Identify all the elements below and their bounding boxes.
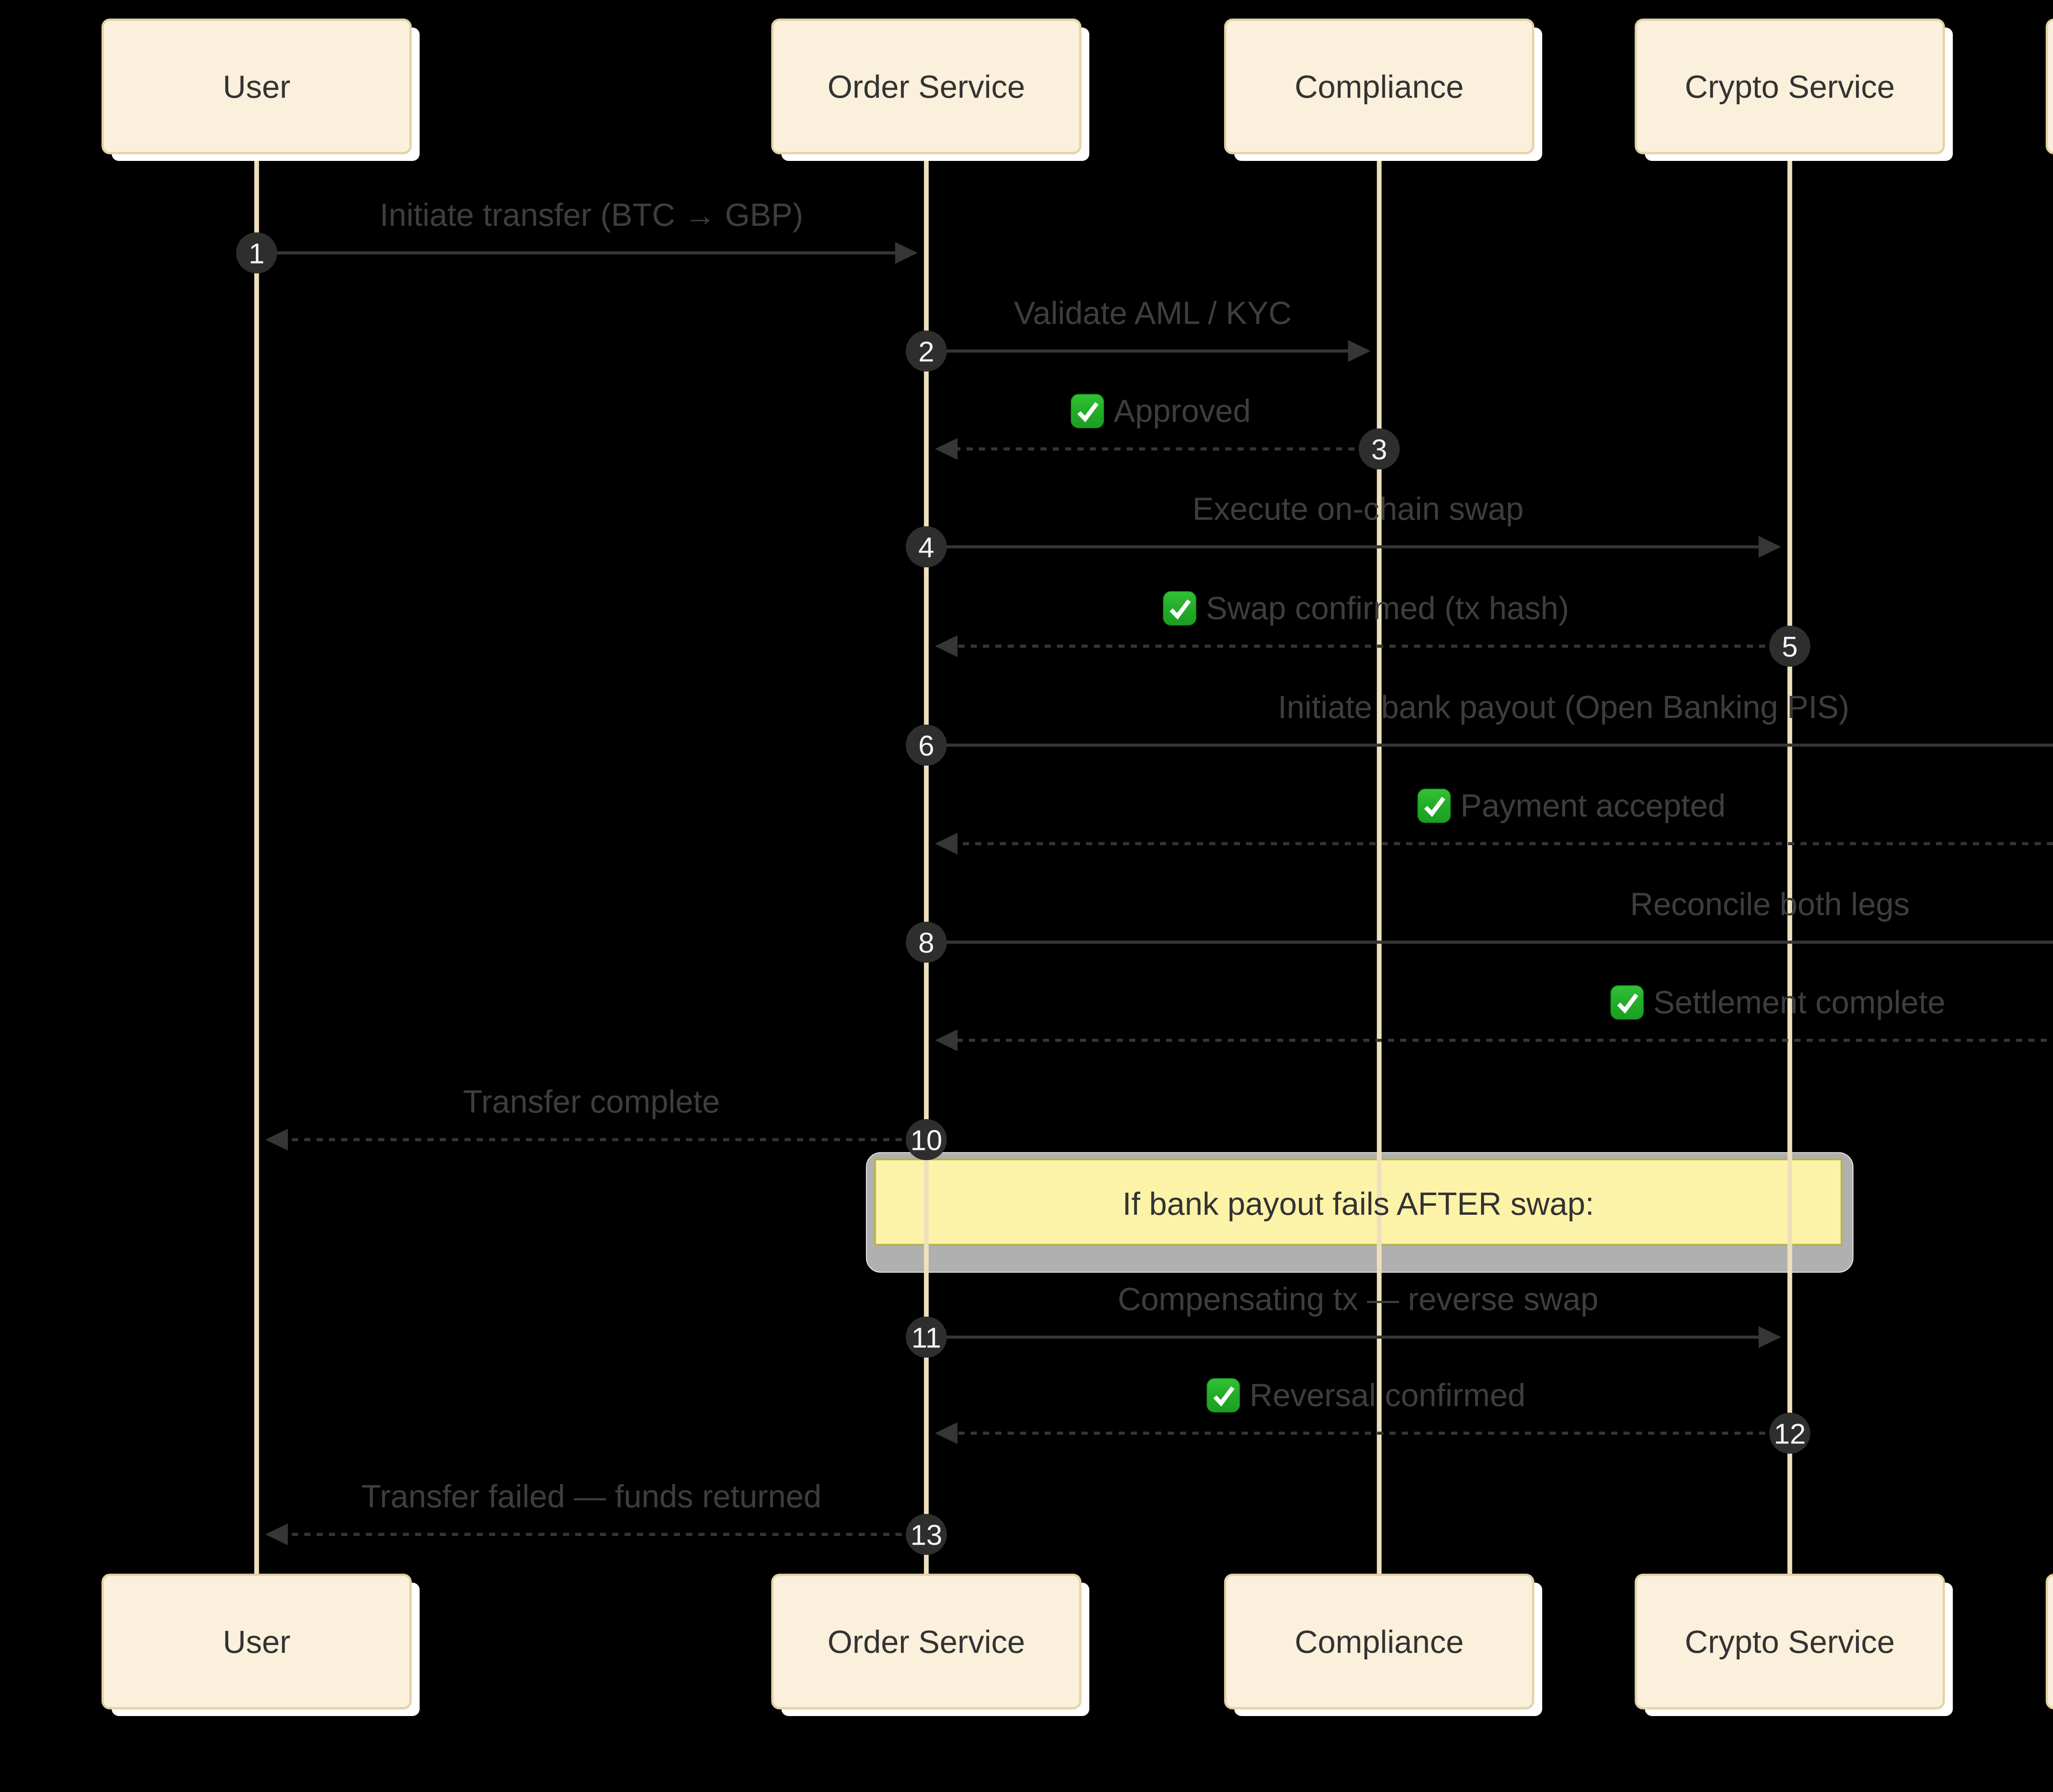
svg-text:Transfer complete: Transfer complete (463, 1083, 720, 1120)
svg-text:Crypto Service: Crypto Service (1685, 1624, 1895, 1660)
svg-text:2: 2 (919, 336, 935, 368)
svg-text:Transfer failed — funds return: Transfer failed — funds returned (362, 1478, 822, 1514)
svg-text:Execute on-chain swap: Execute on-chain swap (1192, 491, 1523, 527)
svg-text:Validate AML / KYC: Validate AML / KYC (1014, 295, 1291, 331)
svg-text:Compliance: Compliance (1295, 1624, 1464, 1660)
svg-text:Compliance: Compliance (1295, 69, 1464, 105)
svg-text:13: 13 (910, 1519, 942, 1551)
svg-text:Initiate bank payout (Open Ban: Initiate bank payout (Open Banking PIS) (1278, 689, 1849, 725)
svg-text:3: 3 (1371, 434, 1387, 466)
svg-text:6: 6 (919, 730, 935, 762)
svg-text:Compensating tx — reverse swap: Compensating tx — reverse swap (1118, 1281, 1598, 1317)
svg-text:5: 5 (1782, 631, 1798, 663)
svg-text:Order Service: Order Service (827, 69, 1025, 105)
svg-text:User: User (223, 69, 291, 105)
svg-text:Settlement complete: Settlement complete (1653, 984, 1945, 1020)
svg-text:Payment accepted: Payment accepted (1461, 787, 1726, 824)
svg-text:User: User (223, 1624, 291, 1660)
svg-text:Initiate transfer (BTC → GBP): Initiate transfer (BTC → GBP) (380, 197, 804, 233)
svg-text:Reversal confirmed: Reversal confirmed (1249, 1377, 1525, 1413)
svg-text:11: 11 (912, 1322, 942, 1354)
svg-text:4: 4 (919, 532, 935, 564)
svg-text:10: 10 (910, 1124, 942, 1156)
svg-text:Approved: Approved (1114, 393, 1251, 429)
svg-text:Crypto Service: Crypto Service (1685, 69, 1895, 105)
svg-text:12: 12 (1774, 1418, 1806, 1450)
svg-text:8: 8 (919, 927, 935, 959)
svg-text:Swap confirmed (tx hash): Swap confirmed (tx hash) (1206, 590, 1569, 626)
svg-text:Reconcile both legs: Reconcile both legs (1630, 886, 1910, 922)
svg-text:Order Service: Order Service (827, 1624, 1025, 1660)
svg-text:1: 1 (249, 238, 265, 270)
svg-text:If bank payout fails AFTER swa: If bank payout fails AFTER swap: (1123, 1186, 1594, 1222)
